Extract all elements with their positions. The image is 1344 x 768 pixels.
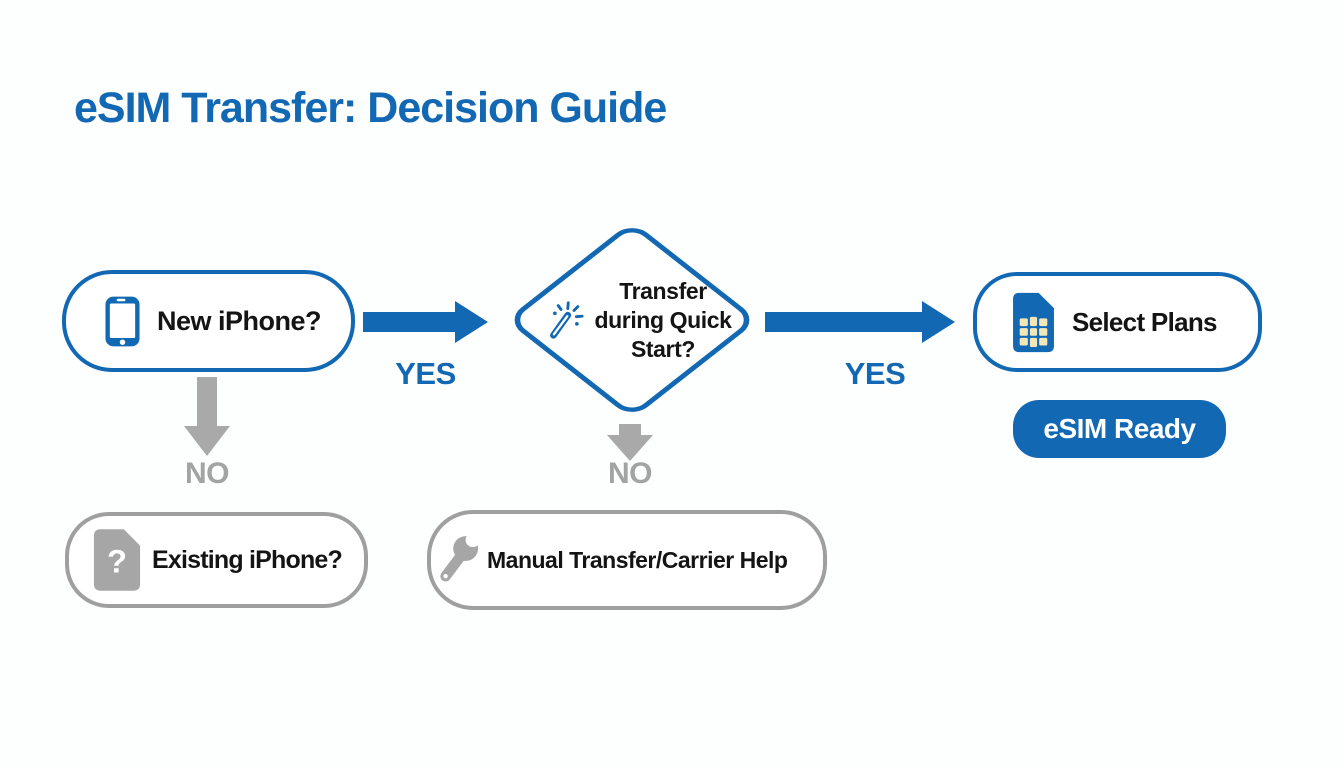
sim-card-icon (1011, 290, 1056, 355)
edge-label-yes-2: YES (844, 356, 906, 391)
smartphone-icon (104, 295, 141, 348)
node-select-plans: Select Plans (973, 272, 1262, 372)
magic-wand-icon (541, 298, 585, 342)
sim-card-question-icon: ? (92, 527, 142, 593)
node-select-plans-label: Select Plans (1072, 306, 1217, 337)
wrench-icon (437, 531, 479, 589)
node-existing-iphone: ? Existing iPhone? (65, 512, 368, 608)
arrow-right-yes-1 (363, 300, 488, 344)
node-quick-start-label: Transfer during Quick Start? (594, 277, 732, 362)
edge-label-no-1: NO (185, 457, 230, 490)
svg-text:?: ? (107, 543, 127, 580)
node-manual-transfer-label: Manual Transfer/Carrier Help (487, 546, 788, 573)
node-new-iphone-label: New iPhone? (157, 305, 322, 336)
arrow-down-no-2 (606, 424, 654, 462)
arrow-down-no-1 (183, 377, 231, 457)
node-quick-start-decision: Transfer during Quick Start? (504, 220, 759, 420)
esim-ready-badge: eSIM Ready (1013, 400, 1226, 458)
page-title: eSIM Transfer: Decision Guide (74, 84, 667, 132)
arrow-right-yes-2 (765, 300, 955, 344)
edge-label-no-2: NO (608, 457, 653, 490)
node-existing-iphone-label: Existing iPhone? (152, 545, 343, 574)
edge-label-yes-1: YES (395, 356, 456, 391)
node-new-iphone: New iPhone? (62, 270, 355, 372)
node-manual-transfer: Manual Transfer/Carrier Help (427, 510, 827, 610)
